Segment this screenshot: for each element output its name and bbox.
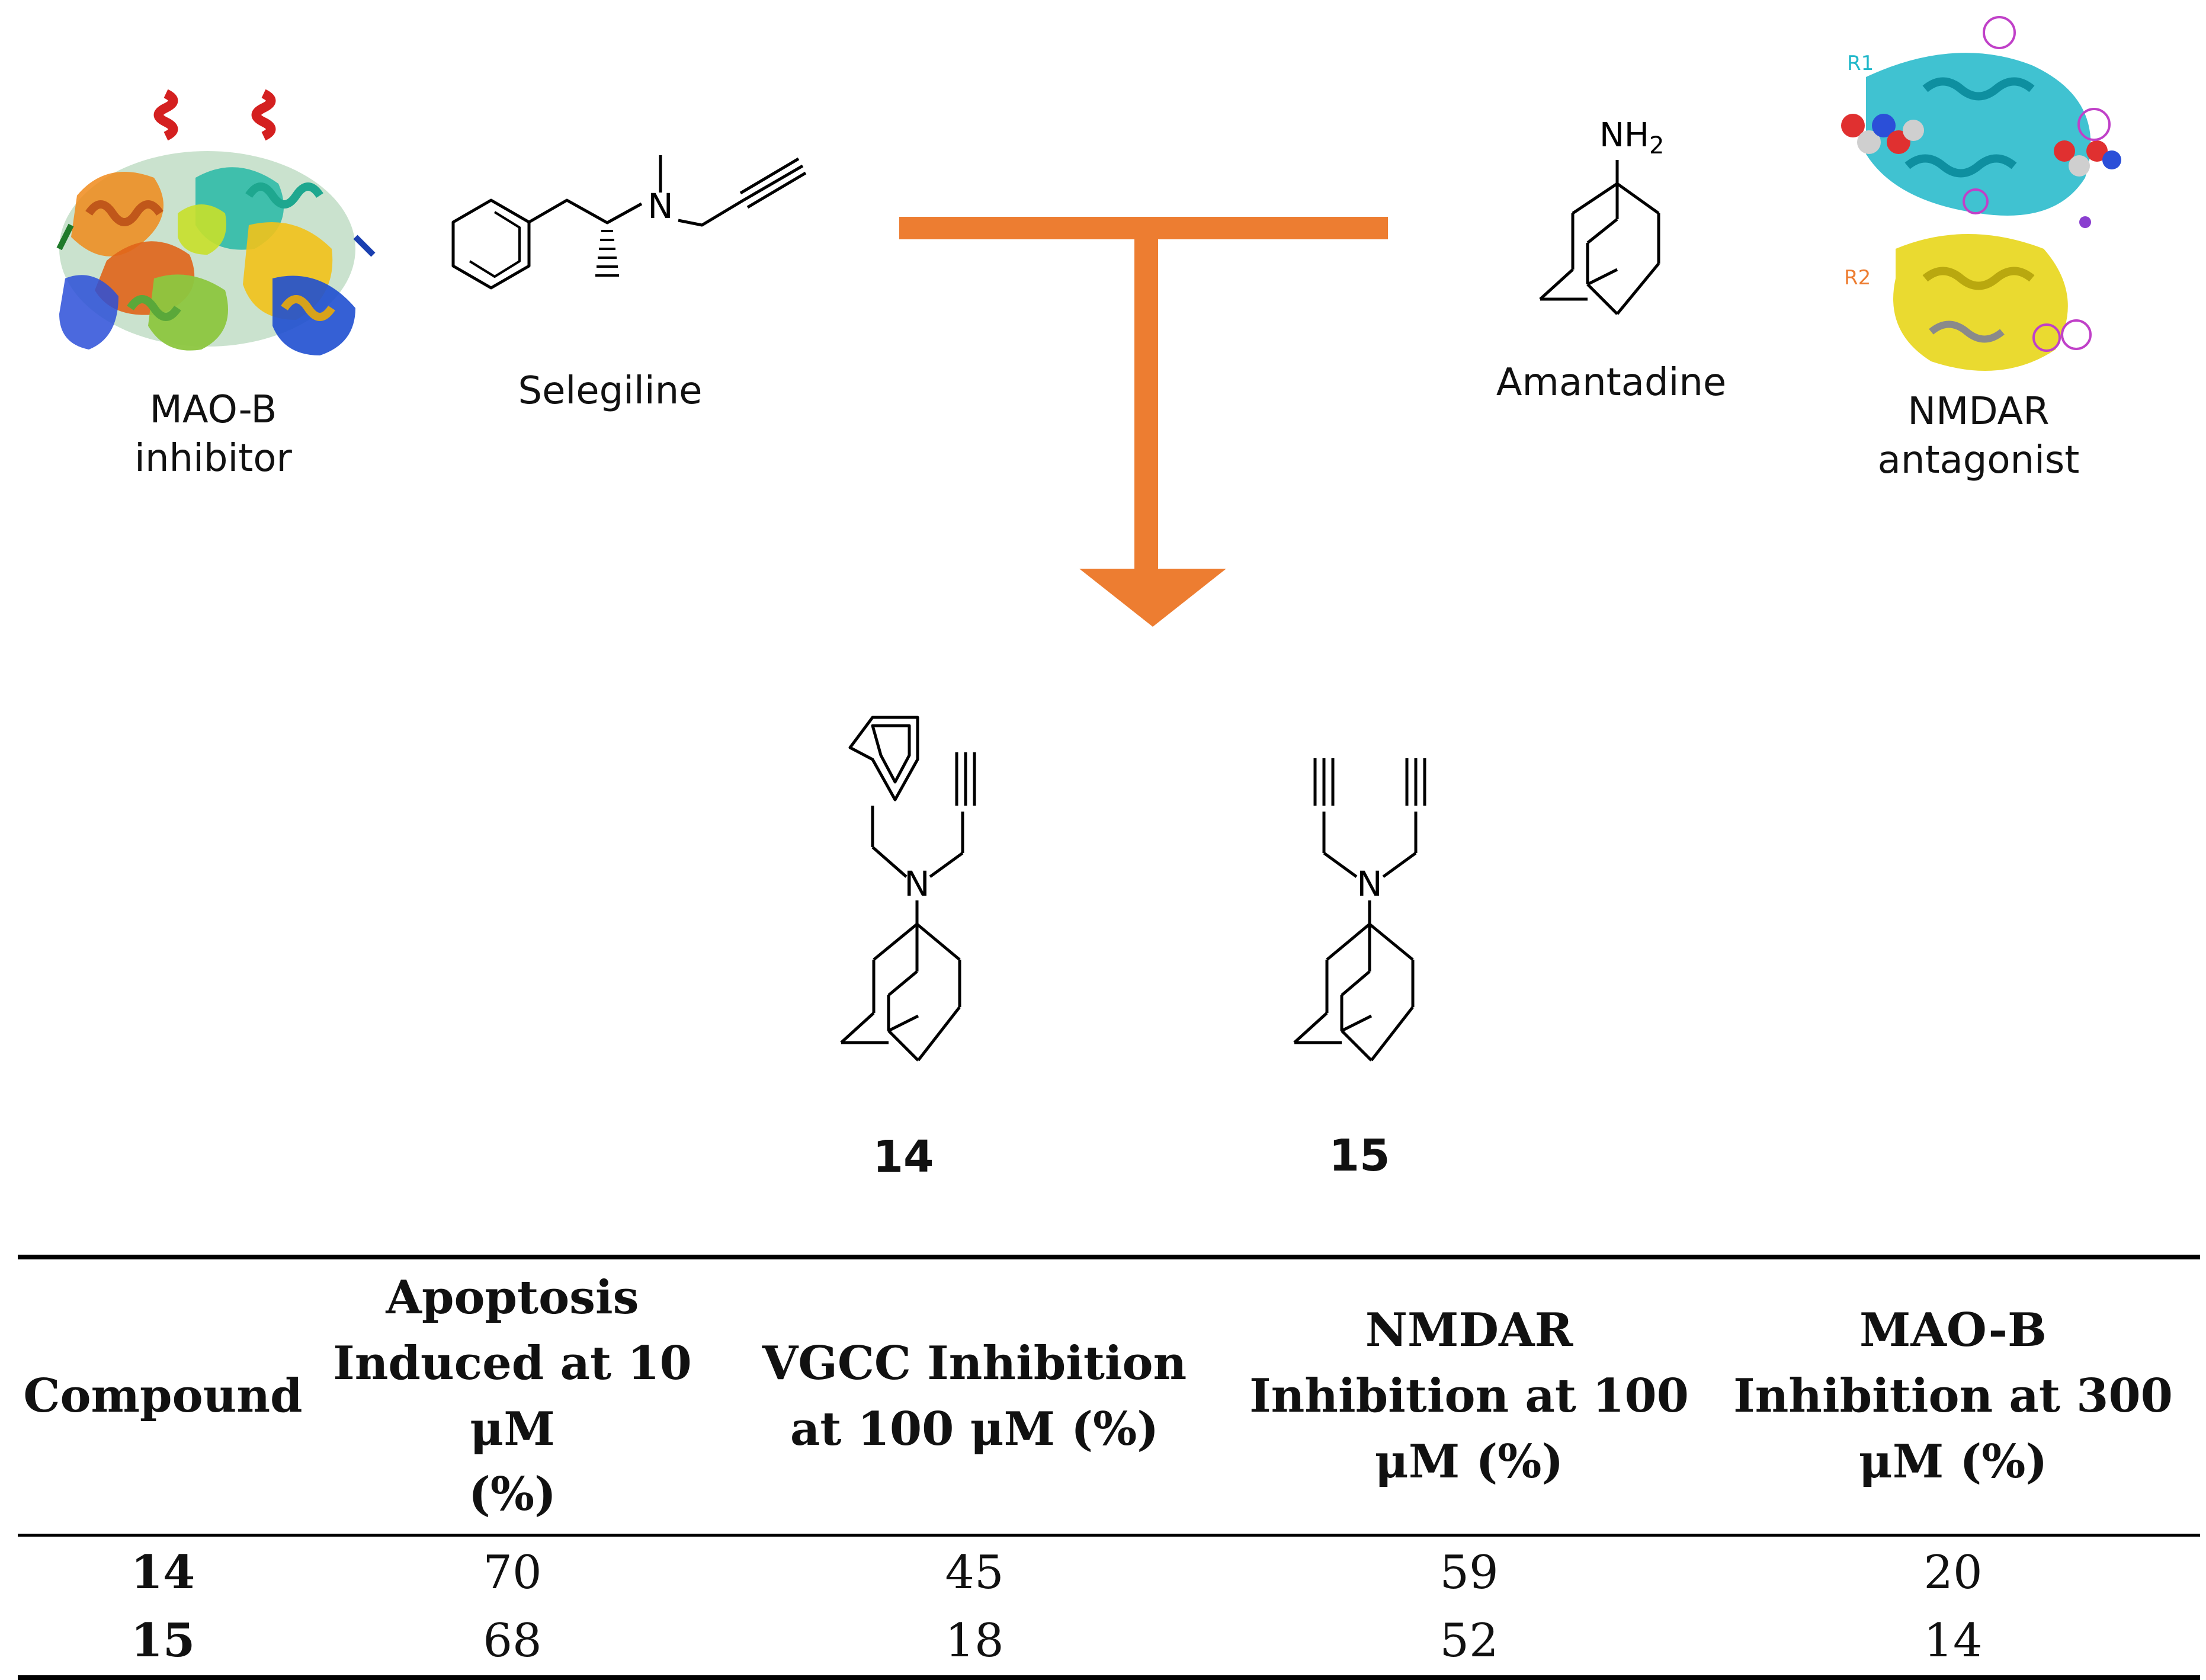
cell-mao-b: 20 — [1923, 1546, 1983, 1599]
compound-15-number: 15 — [1329, 1130, 1390, 1181]
region-label-r1: R1 — [1847, 52, 1874, 75]
activity-table: Compound Apoptosis Induced at 10 μM (%) … — [18, 1255, 2200, 1680]
amine-nh: NH — [1599, 116, 1649, 155]
selegiline-structure — [451, 155, 807, 290]
compound-14-number: 14 — [873, 1131, 934, 1182]
figure-canvas: N — [18, 16, 2200, 1678]
header-apoptosis: Apoptosis Induced at 10 μM (%) — [333, 1271, 692, 1522]
cell-nmdar: 52 — [1439, 1614, 1499, 1668]
mao-b-inhibitor-label: MAO-B inhibitor — [134, 388, 292, 480]
amantadine-structure — [1539, 160, 1660, 315]
table-row: 15 68 18 52 14 — [18, 1607, 2200, 1678]
combination-arrow — [899, 217, 1388, 627]
region-label-r2: R2 — [1844, 266, 1871, 290]
amine-subscript: 2 — [1649, 132, 1665, 160]
cell-compound: 15 — [130, 1613, 195, 1668]
cell-vgcc: 18 — [945, 1614, 1004, 1668]
cell-nmdar: 59 — [1439, 1546, 1499, 1599]
cell-apoptosis: 70 — [483, 1546, 542, 1599]
nmdar-antagonist-label: NMDAR antagonist — [1877, 390, 2080, 482]
compound-15-structure — [1293, 758, 1426, 1062]
cell-apoptosis: 68 — [483, 1614, 542, 1668]
amantadine-amine-label: NH2 — [1599, 116, 1664, 159]
compound-14-structure — [840, 716, 976, 1062]
table-header-row: Compound Apoptosis Induced at 10 μM (%) … — [18, 1257, 2200, 1535]
cell-vgcc: 45 — [945, 1546, 1004, 1599]
header-compound: Compound — [23, 1369, 303, 1423]
cell-compound: 14 — [130, 1546, 195, 1599]
amantadine-label: Amantadine — [1496, 361, 1727, 405]
header-nmdar-inhibition: NMDAR Inhibition at 100 μM (%) — [1249, 1303, 1689, 1489]
mao-b-protein-image — [56, 89, 376, 355]
scheme-graphic: N — [56, 16, 2121, 1062]
selegiline-label: Selegiline — [518, 369, 703, 413]
compound-14-n-atom: N — [904, 864, 929, 904]
cell-mao-b: 14 — [1923, 1614, 1983, 1668]
compound-15-n-atom: N — [1357, 864, 1382, 904]
selegiline-n-atom: N — [647, 186, 673, 226]
nmdar-protein-image — [1841, 16, 2121, 371]
table-row: 14 70 45 59 20 — [18, 1535, 2200, 1607]
header-mao-b-inhibition: MAO-B Inhibition at 300 μM (%) — [1733, 1303, 2173, 1489]
header-vgcc-inhibition: VGCC Inhibition at 100 μM (%) — [762, 1336, 1187, 1456]
